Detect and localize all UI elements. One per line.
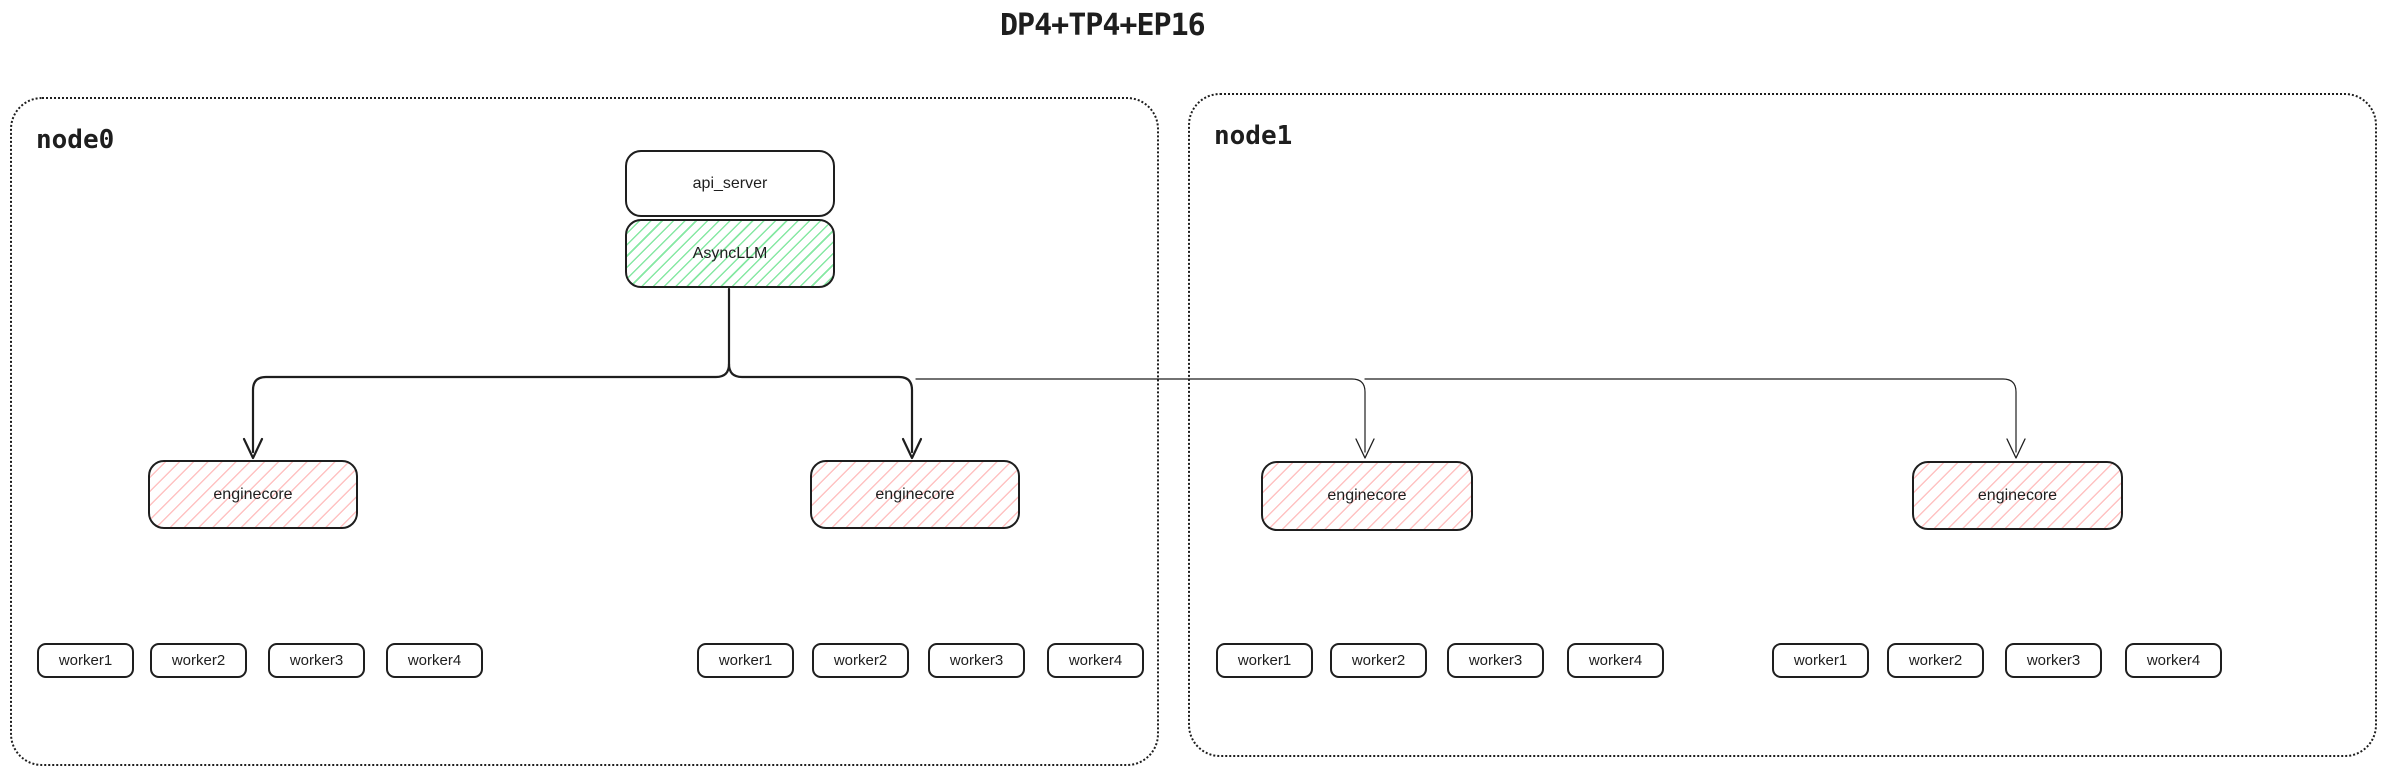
worker-box: worker1 bbox=[697, 643, 794, 678]
worker-box: worker1 bbox=[1772, 643, 1869, 678]
worker-box: worker3 bbox=[268, 643, 365, 678]
api-server-box: api_server bbox=[625, 150, 835, 217]
node0-label: node0 bbox=[36, 125, 115, 155]
enginecore-box-2: enginecore bbox=[810, 460, 1020, 529]
worker-box: worker2 bbox=[1330, 643, 1427, 678]
enginecore-label: enginecore bbox=[213, 485, 293, 503]
enginecore-label: enginecore bbox=[1977, 486, 2058, 504]
worker-box: worker3 bbox=[1447, 643, 1544, 678]
worker-box: worker3 bbox=[2005, 643, 2102, 678]
worker-box: worker2 bbox=[1887, 643, 1984, 678]
diagram-title: DP4+TP4+EP16 bbox=[1000, 8, 1206, 43]
worker-box: worker4 bbox=[2125, 643, 2222, 678]
asyncllm-box: AsyncLLM bbox=[625, 219, 835, 288]
worker-box: worker4 bbox=[386, 643, 483, 678]
enginecore-box-1: enginecore bbox=[148, 460, 358, 529]
enginecore-box-4: enginecore bbox=[1912, 461, 2123, 530]
worker-box: worker4 bbox=[1567, 643, 1664, 678]
asyncllm-label: AsyncLLM bbox=[692, 244, 768, 262]
api-server-label: api_server bbox=[692, 174, 768, 192]
enginecore-label: enginecore bbox=[875, 485, 955, 503]
enginecore-box-3: enginecore bbox=[1261, 461, 1473, 531]
worker-box: worker2 bbox=[150, 643, 247, 678]
node1-container: node1 bbox=[1188, 93, 2377, 757]
worker-box: worker1 bbox=[1216, 643, 1313, 678]
node0-container: node0 bbox=[10, 97, 1159, 766]
node1-label: node1 bbox=[1214, 121, 1293, 151]
worker-box: worker2 bbox=[812, 643, 909, 678]
worker-box: worker3 bbox=[928, 643, 1025, 678]
worker-box: worker4 bbox=[1047, 643, 1144, 678]
worker-box: worker1 bbox=[37, 643, 134, 678]
enginecore-label: enginecore bbox=[1327, 487, 1407, 504]
